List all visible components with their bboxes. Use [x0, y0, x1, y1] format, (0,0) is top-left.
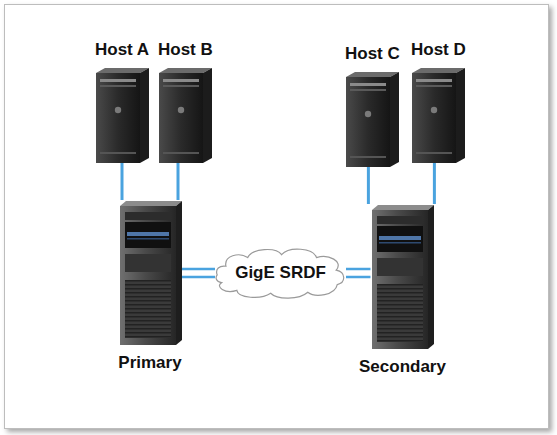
host-server: Host D [411, 40, 466, 163]
storage-array: Primary [118, 200, 182, 373]
node-label: GigE SRDF [215, 263, 346, 283]
link-line [368, 167, 369, 204]
host-server: Host C [345, 44, 400, 167]
network-cloud: GigE SRDF [215, 246, 346, 300]
server-figure [96, 68, 149, 163]
link-line [122, 163, 123, 200]
storage-array: Secondary [359, 204, 446, 377]
storage-array-figure [118, 200, 182, 345]
link-line [346, 269, 370, 277]
node-label: Secondary [359, 357, 446, 377]
server-figure [159, 68, 212, 163]
link-line [178, 163, 179, 200]
server-figure [412, 68, 465, 163]
host-server: Host B [158, 40, 213, 163]
node-label: Primary [118, 353, 182, 373]
link-line [182, 269, 215, 277]
link-line [434, 163, 435, 204]
node-label: Host C [345, 44, 400, 64]
host-server: Host A [95, 40, 149, 163]
picture-frame [4, 4, 549, 429]
server-figure [346, 72, 399, 167]
node-label: Host A [95, 40, 149, 60]
node-label: Host D [411, 40, 466, 60]
node-label: Host B [158, 40, 213, 60]
storage-array-figure [370, 204, 434, 349]
